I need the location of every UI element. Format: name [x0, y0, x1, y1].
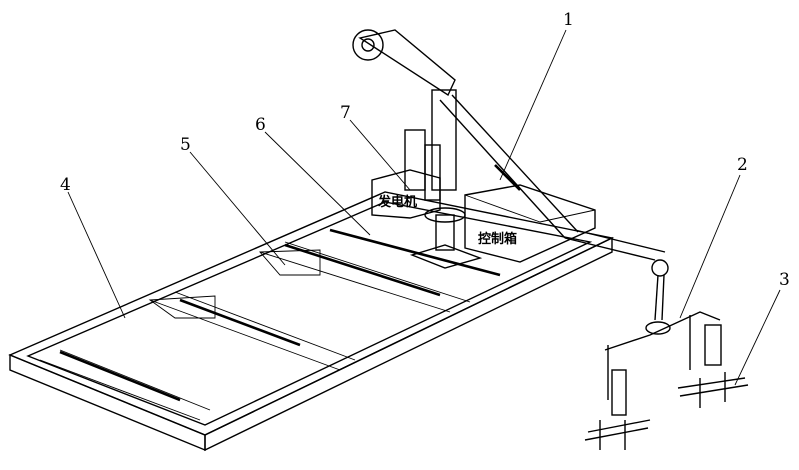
label-6: 6: [255, 115, 266, 135]
crane-column: [352, 29, 669, 321]
platform-frame: [8, 191, 615, 452]
control-box-label: 控制箱: [478, 231, 517, 247]
callouts: 1 2 3 4 5 6 7: [60, 10, 790, 386]
gripper-assembly: [584, 311, 749, 450]
label-2: 2: [737, 155, 748, 175]
label-5: 5: [180, 135, 191, 155]
label-3: 3: [779, 270, 790, 290]
control-box: 控制箱: [464, 184, 596, 263]
generator-box: 发电机: [371, 169, 441, 219]
label-4: 4: [60, 175, 71, 195]
label-1: 1: [563, 10, 574, 30]
generator-label: 发电机: [377, 194, 417, 210]
label-7: 7: [340, 103, 351, 123]
